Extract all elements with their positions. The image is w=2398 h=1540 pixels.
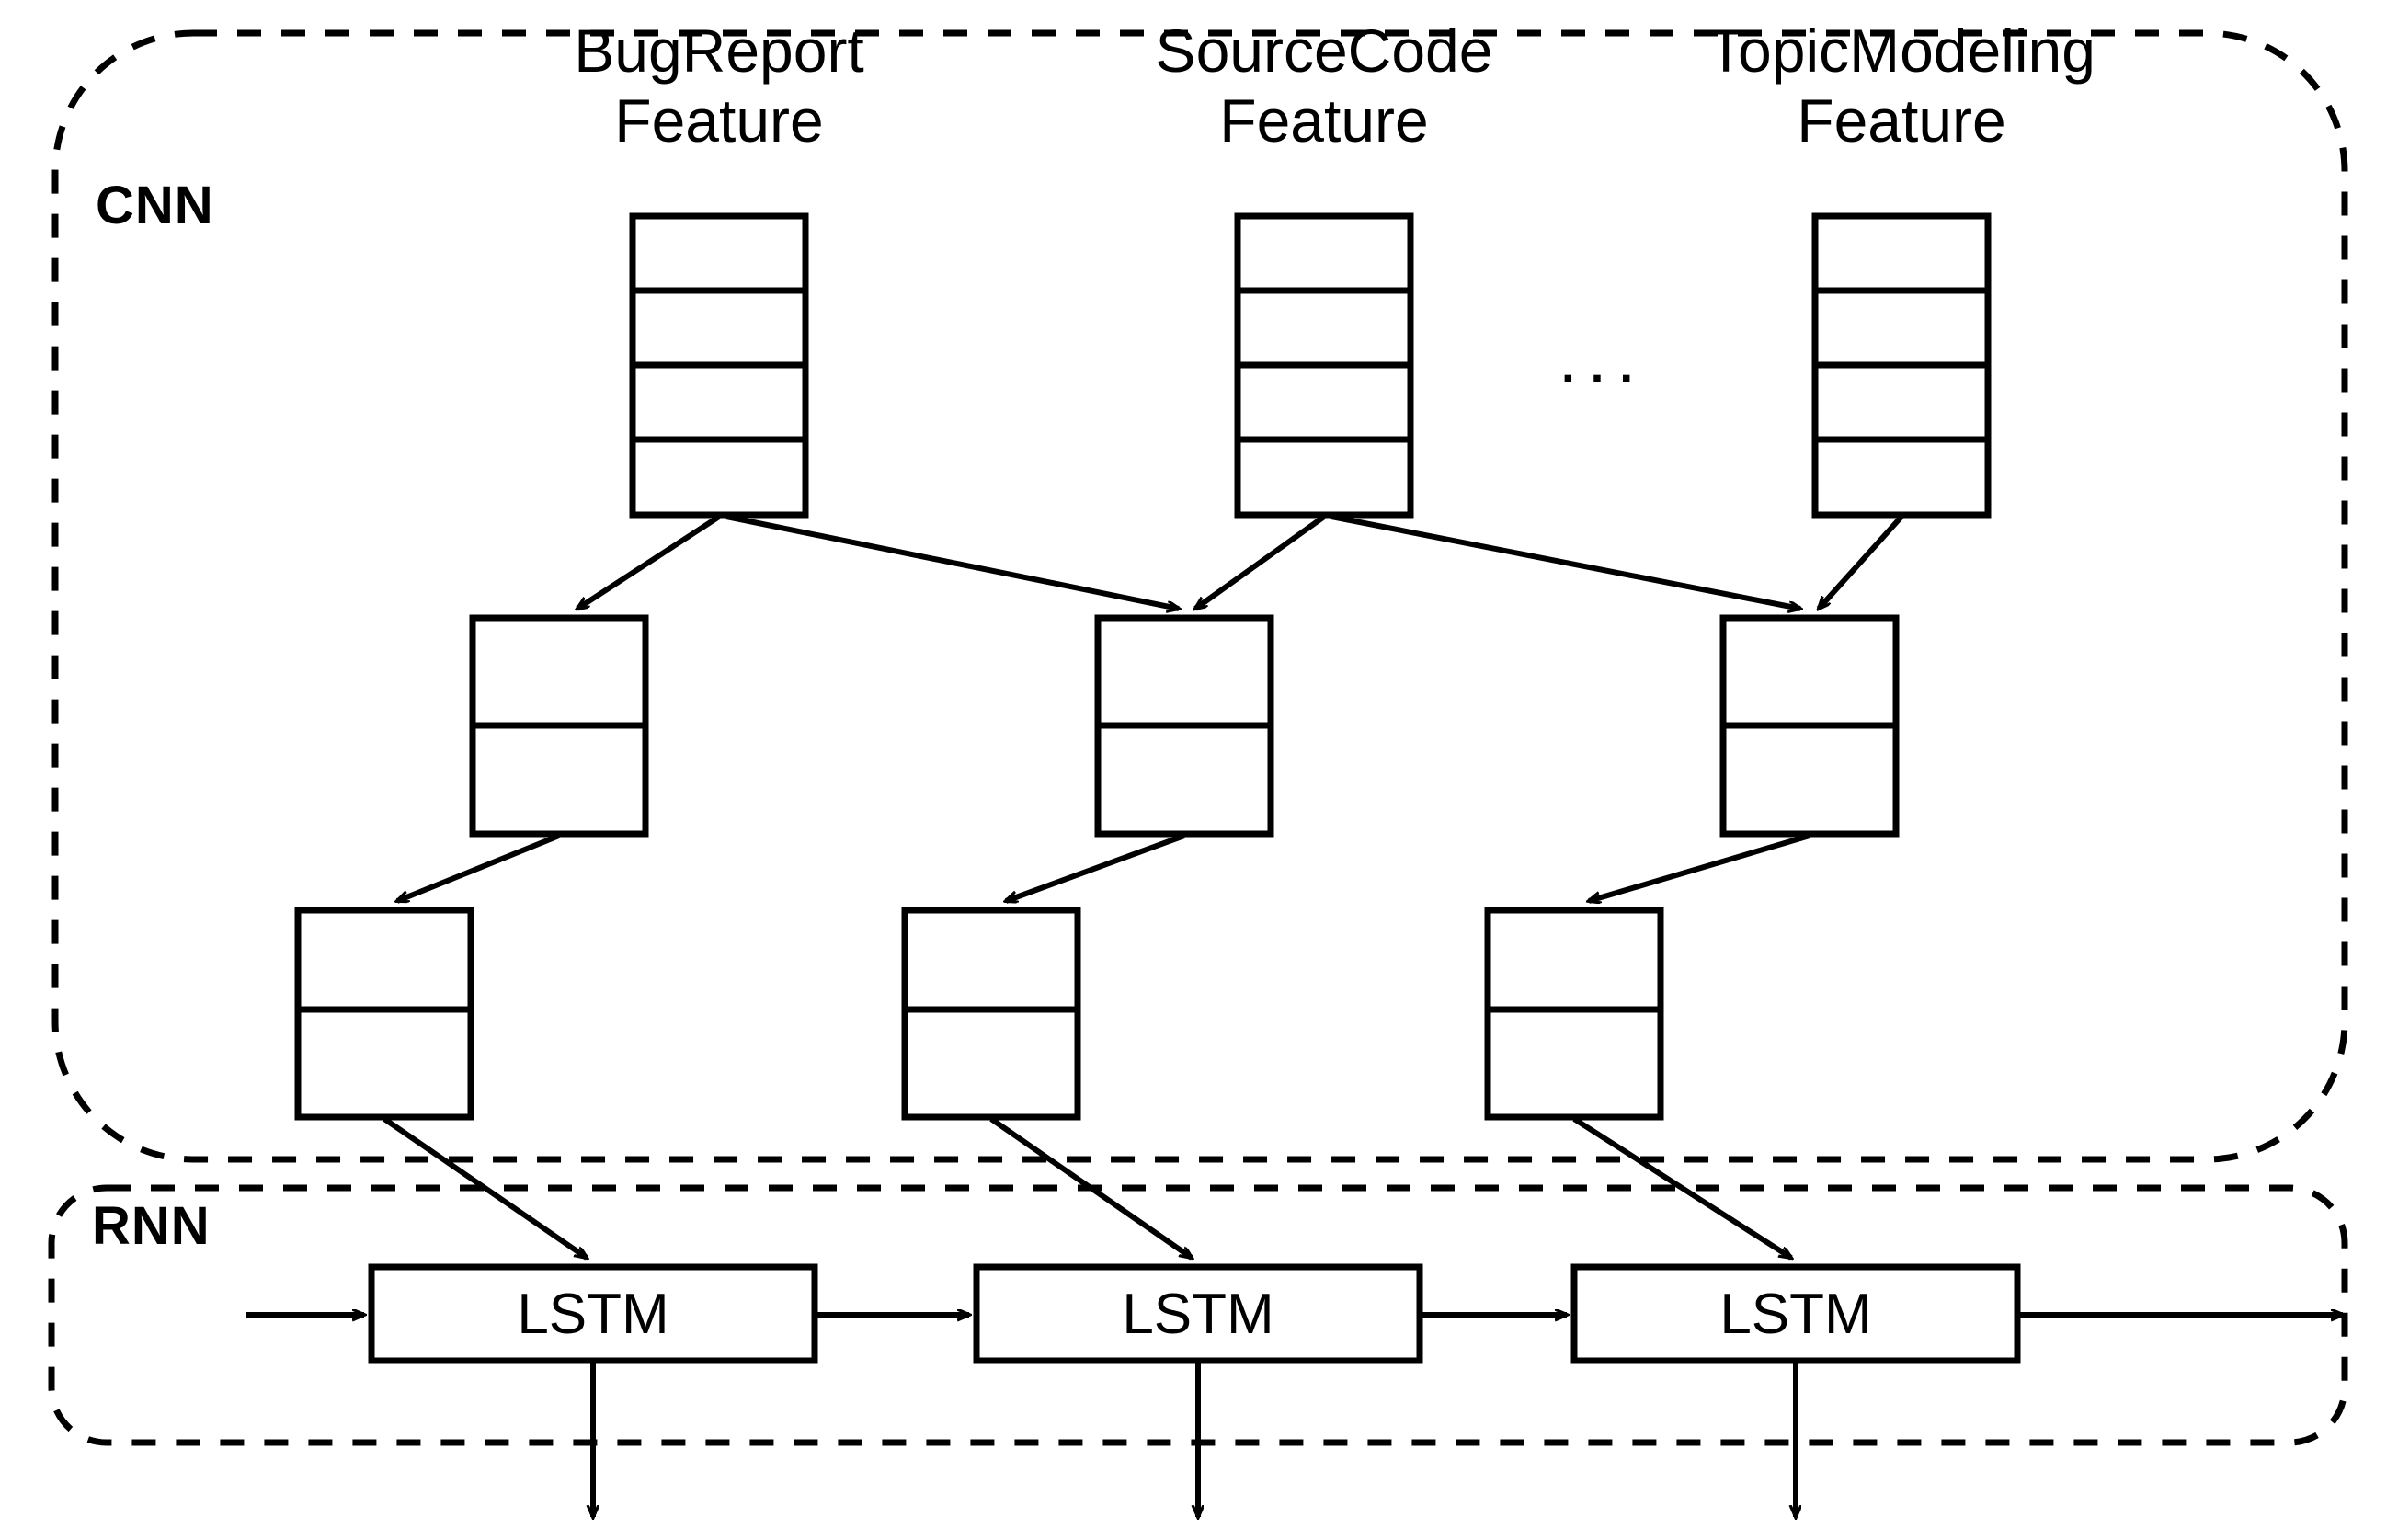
edges-lstm-outputs [593, 1363, 1796, 1517]
lstm-cell-2-label: LSTM [1122, 1283, 1274, 1346]
feature-map-l3-b [901, 907, 1081, 1121]
input-label-topicmodeling-line1: TopicModeling [1707, 17, 2095, 85]
feature-map-l3-a [294, 907, 474, 1121]
rnn-group-label: RNN [92, 1196, 211, 1256]
lstm-cell-2[interactable] [973, 1263, 1423, 1364]
edges-layer3-to-lstm [383, 1116, 1791, 1258]
input-label-bugreport-line1: BugReport [574, 17, 864, 85]
lstm-cell-1-label: LSTM [517, 1283, 669, 1346]
feature-map-l1-sourcecode [1234, 212, 1414, 519]
feature-map-l2-c [1719, 614, 1900, 838]
input-label-sourcecode-line2: Feature [1219, 86, 1429, 154]
feature-map-l1-topicmodeling [1811, 212, 1992, 519]
ellipsis-between-columns: ... [1558, 317, 1646, 398]
feature-map-l2-a [469, 614, 649, 838]
feature-map-l2-b [1094, 614, 1274, 838]
lstm-cell-3[interactable] [1570, 1263, 2021, 1364]
input-label-sourcecode-line1: SourceCode [1155, 17, 1493, 85]
feature-map-l1-bugreport [629, 212, 809, 519]
feature-map-l3-c [1484, 907, 1664, 1121]
edges-layer1-to-layer2 [577, 514, 1904, 609]
edges-layer2-to-layer3 [397, 833, 1810, 901]
input-label-topicmodeling: TopicModeling Feature [1626, 20, 2177, 151]
input-label-topicmodeling-line2: Feature [1797, 86, 2006, 154]
input-label-bugreport-line2: Feature [614, 86, 824, 154]
input-label-sourcecode: SourceCode Feature [1094, 20, 1554, 151]
lstm-cell-1[interactable] [368, 1263, 818, 1364]
cnn-group-label: CNN [96, 176, 214, 235]
lstm-cell-3-label: LSTM [1719, 1283, 1872, 1346]
input-label-bugreport: BugReport Feature [489, 20, 949, 151]
cnn-group-border [51, 29, 2348, 1163]
